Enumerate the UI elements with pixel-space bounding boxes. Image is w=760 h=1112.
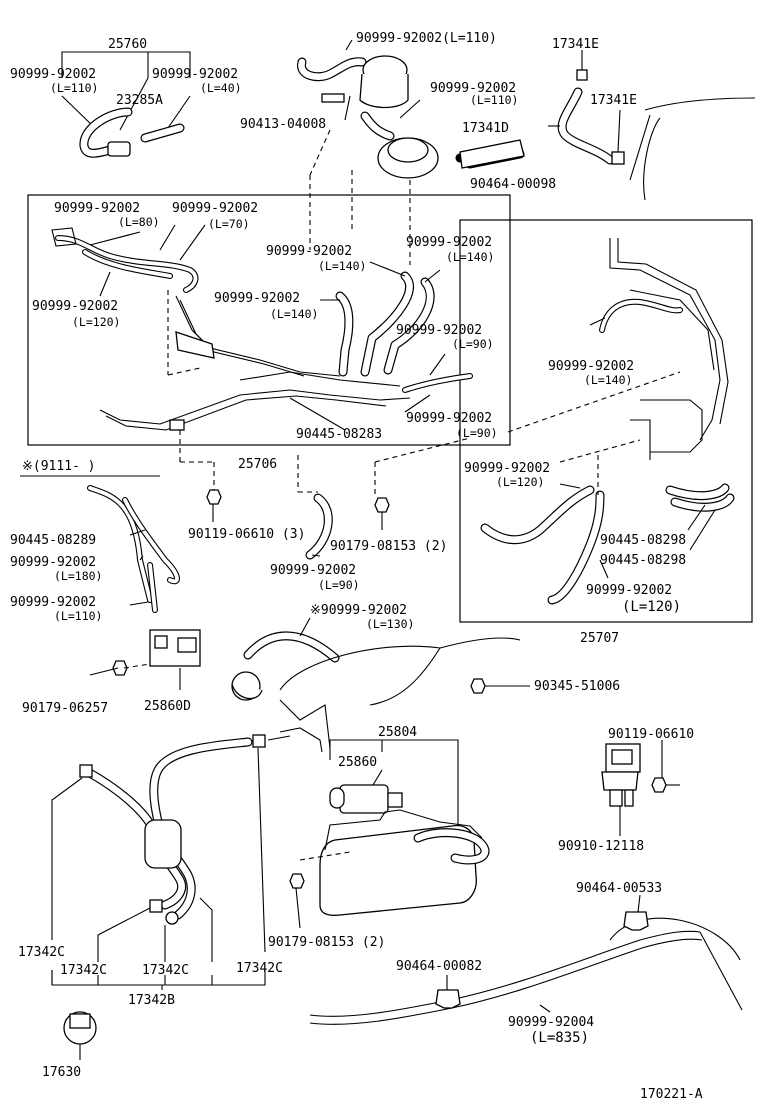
label-25706: 25706 [238, 457, 277, 472]
label-90999-92002: 90999-92002 [266, 244, 352, 259]
label-17342b: 17342B [128, 993, 175, 1008]
label-90999-92002-note: ※90999-92002 [310, 603, 407, 618]
label-90999-92002: 90999-92002 [32, 299, 118, 314]
label-90464-00533: 90464-00533 [576, 881, 662, 896]
label-90119-06610-3: 90119-06610 (3) [188, 527, 305, 542]
label-17630: 17630 [42, 1065, 81, 1080]
label-90179-08153-2: 90179-08153 (2) [268, 935, 385, 950]
label-90999-92002: 90999-92002 [406, 411, 492, 426]
label-25707: 25707 [580, 631, 619, 646]
vsv-assembly-25860d [87, 485, 201, 690]
label-90445-08289: 90445-08289 [10, 533, 96, 548]
label-17341e: 17341E [590, 93, 637, 108]
label-17341e: 17341E [552, 37, 599, 52]
label-length: (L=140) [270, 307, 318, 321]
label-90999-92002: 90999-92002 [586, 583, 672, 598]
label-90999-92004: 90999-92004 [508, 1015, 594, 1030]
label-length: (L=140) [584, 373, 632, 387]
label-length: (L=120) [496, 475, 544, 489]
label-90999-92002: 90999-92002 [214, 291, 300, 306]
hose-assembly-25707 [374, 238, 735, 605]
hose-assembly-25706 [51, 224, 473, 431]
label-90445-08298: 90445-08298 [600, 553, 686, 568]
label-90345-51006: 90345-51006 [534, 679, 620, 694]
hose-group-25760 [61, 51, 191, 158]
label-90999-92002: 90999-92002 [152, 67, 238, 82]
label-90999-92002: 90999-92002 [10, 67, 96, 82]
group-frame-25706 [27, 194, 511, 446]
label-length: (L=130) [366, 617, 414, 631]
label-23285a: 23285A [116, 93, 163, 108]
label-90999-92002-l110: 90999-92002(L=110) [356, 31, 497, 46]
label-length: (L=90) [456, 426, 498, 440]
label-90464-00098: 90464-00098 [470, 177, 556, 192]
label-25860: 25860 [338, 755, 377, 770]
label-17341d: 17341D [462, 121, 509, 136]
label-90179-06257: 90179-06257 [22, 701, 108, 716]
label-length: (L=90) [318, 578, 360, 592]
label-length: (L=835) [530, 1030, 589, 1046]
label-90445-08283: 90445-08283 [296, 427, 382, 442]
label-90179-08153-2: 90179-08153 (2) [330, 539, 447, 554]
label-90910-12118: 90910-12118 [558, 839, 644, 854]
label-90999-92002: 90999-92002 [172, 201, 258, 216]
hose-group-17342 [51, 727, 323, 1060]
label-length: (L=110) [470, 93, 518, 107]
label-length: (L=90) [452, 337, 494, 351]
label-90413-04008: 90413-04008 [240, 117, 326, 132]
label-90999-92002: 90999-92002 [464, 461, 550, 476]
label-length: (L=140) [318, 259, 366, 273]
label-17342c: 17342C [236, 961, 283, 976]
label-length: (L=120) [622, 599, 681, 615]
label-90999-92002: 90999-92002 [10, 595, 96, 610]
charcoal-canister-25804 [289, 739, 490, 929]
label-length: (L=110) [50, 81, 98, 95]
label-25860d: 25860D [144, 699, 191, 714]
label-note-9111: ※(9111- ) [22, 459, 96, 474]
hose-group-17341 [455, 50, 756, 201]
label-90999-92002: 90999-92002 [54, 201, 140, 216]
label-length: (L=180) [54, 569, 102, 583]
diagram-number: 170221-A [640, 1087, 703, 1102]
label-90445-08298: 90445-08298 [600, 533, 686, 548]
label-90999-92002: 90999-92002 [430, 81, 516, 96]
label-25804: 25804 [378, 725, 417, 740]
center-small-parts [179, 430, 530, 749]
label-25760: 25760 [108, 37, 147, 52]
fuel-vapor-line-bottom [309, 894, 743, 1025]
label-length: (L=40) [200, 81, 242, 95]
label-90999-92002: 90999-92002 [406, 235, 492, 250]
label-length: (L=70) [208, 217, 250, 231]
label-90464-00082: 90464-00082 [396, 959, 482, 974]
vacuum-canister-top [297, 39, 439, 265]
label-17342c: 17342C [60, 963, 107, 978]
label-length: (L=80) [118, 215, 160, 229]
label-length: (L=120) [72, 315, 120, 329]
label-length: (L=110) [54, 609, 102, 623]
label-17342c: 17342C [18, 945, 65, 960]
group-frame-25707 [459, 219, 753, 623]
label-90999-92002: 90999-92002 [396, 323, 482, 338]
label-90119-06610: 90119-06610 [608, 727, 694, 742]
vsv-90910 [601, 740, 680, 836]
label-90999-92002: 90999-92002 [548, 359, 634, 374]
label-length: (L=140) [446, 250, 494, 264]
label-17342c: 17342C [142, 963, 189, 978]
label-90999-92002: 90999-92002 [270, 563, 356, 578]
label-90999-92002: 90999-92002 [10, 555, 96, 570]
